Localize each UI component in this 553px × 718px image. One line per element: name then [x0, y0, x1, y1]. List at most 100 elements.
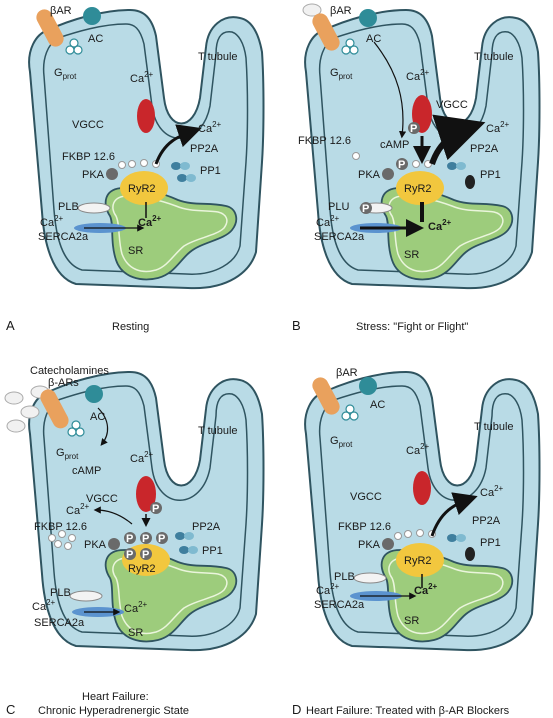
- ca-label-top: Ca2+: [130, 70, 154, 85]
- ryr2-icon: [120, 171, 168, 205]
- beta-adrenergic-receptor-icon: [312, 377, 340, 415]
- vgcc-icon: [413, 471, 431, 505]
- fkbp-label: FKBP 12.6: [338, 521, 391, 533]
- ca-label-serca: Ca2+: [40, 214, 64, 229]
- bar-label: βAR: [50, 5, 72, 17]
- pp1-label: PP1: [202, 545, 223, 557]
- ca-label-top: Ca2+: [406, 442, 430, 457]
- sr-label: SR: [404, 249, 419, 261]
- panel-d: βAR AC Gprot T tubule Ca2+ VGCC Ca2+ PP2…: [304, 367, 541, 652]
- ca-label-out: Ca2+: [486, 120, 510, 135]
- pp2a-label: PP2A: [192, 521, 221, 533]
- panel-a-letter: A: [6, 318, 15, 333]
- sr-label: SR: [128, 627, 143, 639]
- panel-b-caption: Stress: "Fight or Flight": [356, 321, 468, 333]
- gprot-label: Gprot: [54, 67, 77, 81]
- ca-label-out: Ca2+: [480, 484, 504, 499]
- adenylyl-cyclase-icon: [359, 9, 377, 27]
- adenylyl-cyclase-icon: [359, 377, 377, 395]
- ca-label-sr: Ca2+: [138, 214, 162, 229]
- gprot-label: Gprot: [56, 447, 79, 461]
- pka-label: PKA: [82, 169, 105, 181]
- catecholamines-label: Catecholamines: [30, 365, 109, 377]
- bar-label: βAR: [336, 367, 358, 379]
- t-tubule-label: T tubule: [474, 421, 514, 433]
- ryr-p-label: P: [398, 159, 405, 171]
- beta-adrenergic-receptor-icon: [40, 389, 69, 429]
- gprot-label: Gprot: [330, 435, 353, 449]
- ryr-p-1: P: [126, 533, 133, 545]
- gprot-label: Gprot: [330, 67, 353, 81]
- ac-label: AC: [88, 33, 103, 45]
- plb-label: PLU: [328, 201, 349, 213]
- pka-label: PKA: [358, 539, 381, 551]
- vgcc-icon: [137, 99, 155, 133]
- ca-label-sr: Ca2+: [428, 218, 452, 233]
- pp1-label: PP1: [480, 537, 501, 549]
- t-tubule-label: T tubule: [198, 51, 238, 63]
- ryr2-icon: [396, 171, 444, 205]
- pp2a-label: PP2A: [470, 143, 499, 155]
- ca-label-out: Ca2+: [198, 120, 222, 135]
- beta-adrenergic-receptor-icon: [36, 9, 64, 47]
- sr-label: SR: [128, 245, 143, 257]
- ca-efflux-arrow: [429, 114, 486, 166]
- camp-label: cAMP: [72, 465, 101, 477]
- plb-label: PLB: [50, 587, 71, 599]
- panel-c-caption-1: Heart Failure:: [82, 691, 149, 703]
- ca-label-top: Ca2+: [406, 68, 430, 83]
- panel-b: P P P βAR AC Gprot T tubule Ca2+ VGCC Ca…: [298, 3, 541, 290]
- ca-label-top: Ca2+: [130, 450, 154, 465]
- vgcc-label: VGCC: [72, 119, 104, 131]
- vgcc-p-label: P: [152, 503, 159, 515]
- fkbp-free-icon: [352, 152, 360, 160]
- ryr2-label: RyR2: [404, 555, 432, 567]
- panel-c-letter: C: [6, 702, 15, 717]
- serca-label: SERCA2a: [38, 231, 89, 243]
- catecholamine-icons: [4, 385, 50, 433]
- camp-label: cAMP: [380, 139, 409, 151]
- serca-label: SERCA2a: [314, 599, 365, 611]
- ca-efflux-arrow: [154, 124, 202, 165]
- plb-icon: [353, 572, 387, 584]
- vgcc-icon: [136, 476, 156, 512]
- panel-a: βAR AC Gprot T tubule Ca2+ VGCC Ca2+ PP2…: [28, 5, 265, 290]
- beta-adrenergic-receptor-icon: [312, 13, 340, 51]
- pka-label: PKA: [358, 169, 381, 181]
- ca-label-sr: Ca2+: [124, 600, 148, 615]
- pp1-label: PP1: [480, 169, 501, 181]
- ca-label-leak: Ca2+: [66, 502, 90, 517]
- ca-label-sr: Ca2+: [414, 582, 438, 597]
- fkbp-label: FKBP 12.6: [298, 135, 351, 147]
- ryr-p-2: P: [142, 533, 149, 545]
- ac-label: AC: [366, 33, 381, 45]
- ca-efflux-arrow: [430, 492, 478, 537]
- vgcc-label: VGCC: [86, 493, 118, 505]
- ryr2-label: RyR2: [404, 183, 432, 195]
- serca-label: SERCA2a: [314, 231, 365, 243]
- serca-label: SERCA2a: [34, 617, 85, 629]
- vgcc-p-label: P: [410, 123, 417, 135]
- camp-arrow: [97, 407, 109, 446]
- ca-label-serca: Ca2+: [32, 598, 56, 613]
- ac-label: AC: [90, 411, 105, 423]
- pp2a-label: PP2A: [472, 515, 501, 527]
- camp-arrow: [373, 41, 407, 139]
- pp1-label: PP1: [200, 165, 221, 177]
- ca-label-serca: Ca2+: [316, 214, 340, 229]
- pp2a-label: PP2A: [190, 143, 219, 155]
- panel-c-caption-2: Chronic Hyperadrenergic State: [38, 705, 189, 717]
- panel-d-caption: Heart Failure: Treated with β-AR Blocker…: [306, 705, 510, 717]
- ryr-p-5: P: [142, 549, 149, 561]
- ryr2-label: RyR2: [128, 183, 156, 195]
- fkbp-free-icons: [48, 530, 76, 550]
- plb-label: PLB: [58, 201, 79, 213]
- vgcc-phospho-icon: [150, 502, 162, 514]
- panel-a-caption: Resting: [112, 321, 149, 333]
- ryr2-icon: [396, 543, 444, 577]
- phospho-p-icon: [408, 122, 420, 134]
- ac-label: AC: [370, 399, 385, 411]
- adenylyl-cyclase-icon: [83, 7, 101, 25]
- vgcc-label: VGCC: [350, 491, 382, 503]
